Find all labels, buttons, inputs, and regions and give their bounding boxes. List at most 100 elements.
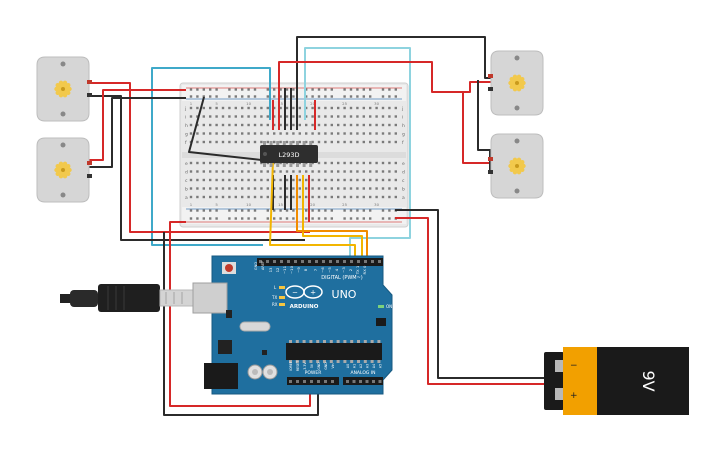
row-label: i xyxy=(402,115,403,121)
analog-pin-label: A0 xyxy=(346,364,350,368)
row-label: g xyxy=(402,133,405,138)
motor-right-top[interactable] xyxy=(488,50,544,116)
digital-pin-label: RX 0 xyxy=(362,265,367,274)
usb-cable[interactable] xyxy=(60,284,195,312)
aref-label: AREF xyxy=(261,261,265,270)
power-pin-label: 5V xyxy=(310,363,314,368)
brand-label: ARDUINO xyxy=(290,304,319,310)
wire-black-battery[interactable] xyxy=(395,209,560,379)
power-pin-label: GND xyxy=(317,362,321,370)
rx-label: RX xyxy=(272,302,278,307)
row-label: h xyxy=(185,123,188,129)
column-number: 20 xyxy=(310,202,315,207)
chip-pins xyxy=(263,141,313,167)
wire-red-left-motor2[interactable] xyxy=(88,89,186,161)
row-label: f xyxy=(402,140,404,146)
on-label: ON xyxy=(386,304,392,309)
motors xyxy=(36,50,544,203)
l-label: L xyxy=(274,285,277,290)
row-label: c xyxy=(185,179,188,184)
wire-black-bb-diagonal[interactable] xyxy=(188,96,263,161)
model-label: UNO xyxy=(332,288,357,301)
wire-black-left-motor2[interactable] xyxy=(88,97,186,168)
analog-header xyxy=(343,377,383,385)
analog-pin-label: A1 xyxy=(353,364,357,368)
battery-body-black xyxy=(597,347,689,415)
wire-yellow-2[interactable] xyxy=(302,175,363,262)
column-number: 30 xyxy=(374,202,379,207)
column-number: 15 xyxy=(278,202,283,207)
row-label: e xyxy=(402,162,405,167)
row-label: j xyxy=(184,106,186,112)
row-label: d xyxy=(185,170,188,176)
motor-left-bottom[interactable] xyxy=(36,137,92,203)
row-label: j xyxy=(401,106,403,112)
motor-left-top[interactable] xyxy=(36,56,92,122)
digital-pin-label: ~6 xyxy=(320,267,325,273)
digital-pin-label: TX 1 xyxy=(355,265,360,275)
digital-pin-label: 13 xyxy=(268,267,273,272)
power-pin-label: IOREF xyxy=(289,361,293,371)
column-number: 30 xyxy=(374,101,379,106)
wires xyxy=(88,36,560,416)
digital-pin-label: ~3 xyxy=(341,267,346,273)
motor-shaft-gear-icon xyxy=(508,74,526,92)
power-pin-label: 3.3V xyxy=(303,362,307,370)
wire-black-arduino-gnd[interactable] xyxy=(163,232,319,416)
column-number: 10 xyxy=(246,202,251,207)
battery-label: 9V xyxy=(639,370,658,391)
chip-label: L293D xyxy=(278,151,299,159)
row-label: i xyxy=(185,115,186,121)
column-number: 15 xyxy=(278,101,283,106)
analog-pin-label: A2 xyxy=(359,364,363,368)
digital-pin-label: 7 xyxy=(313,268,318,271)
wire-red-right-motor2[interactable] xyxy=(462,91,500,164)
motor-shaft-gear-icon xyxy=(54,80,72,98)
l293d-chip[interactable]: L293D xyxy=(260,141,318,167)
row-label: e xyxy=(185,162,188,167)
analog-label: ANALOG IN xyxy=(350,370,375,376)
wire-red-arduino-5v[interactable] xyxy=(169,221,311,407)
digital-pin-label: ~5 xyxy=(327,267,332,273)
column-number: 1 xyxy=(190,202,193,207)
wire-cyan-right-loop[interactable] xyxy=(304,47,411,260)
row-label: d xyxy=(402,170,405,176)
wire-red-left-motor1[interactable] xyxy=(88,82,310,233)
tx-label: TX xyxy=(271,295,277,300)
wire-yellow-1[interactable] xyxy=(269,159,356,262)
wire-red-battery[interactable] xyxy=(395,217,560,385)
row-label: b xyxy=(185,187,188,193)
wire-blue-left-loop[interactable] xyxy=(151,67,271,246)
wire-black-left-motor1[interactable] xyxy=(88,95,305,241)
column-number: 20 xyxy=(310,101,315,106)
digital-label: DIGITAL (PWM~) xyxy=(321,275,363,281)
svg-text:−: − xyxy=(292,289,298,297)
column-number: 5 xyxy=(215,101,218,106)
arduino-usb-port xyxy=(192,282,228,314)
arduino-power-jack xyxy=(204,363,238,389)
analog-pin-label: A5 xyxy=(379,364,383,368)
row-label: c xyxy=(402,179,405,184)
motor-shaft-gear-icon xyxy=(54,161,72,179)
row-label: g xyxy=(185,133,188,138)
digital-pin-label: 4 xyxy=(334,268,339,271)
motor-right-bottom[interactable] xyxy=(488,133,544,199)
battery-9v[interactable]: − + 9V xyxy=(544,347,689,415)
digital-pin-label: 12 xyxy=(275,267,280,272)
digital-header xyxy=(257,258,383,266)
column-number: 25 xyxy=(342,101,347,106)
power-pin-label: RESET xyxy=(296,361,300,371)
battery-body-orange xyxy=(563,347,597,415)
row-label: h xyxy=(402,123,405,129)
wire-red-top-right[interactable] xyxy=(278,61,500,130)
wire-orange-1[interactable] xyxy=(296,175,368,262)
digital-pin-label: ~10 xyxy=(289,265,294,274)
row-label: f xyxy=(185,140,187,146)
atmega-chip xyxy=(286,343,382,360)
digital-pin-label: ~11 xyxy=(282,265,287,274)
